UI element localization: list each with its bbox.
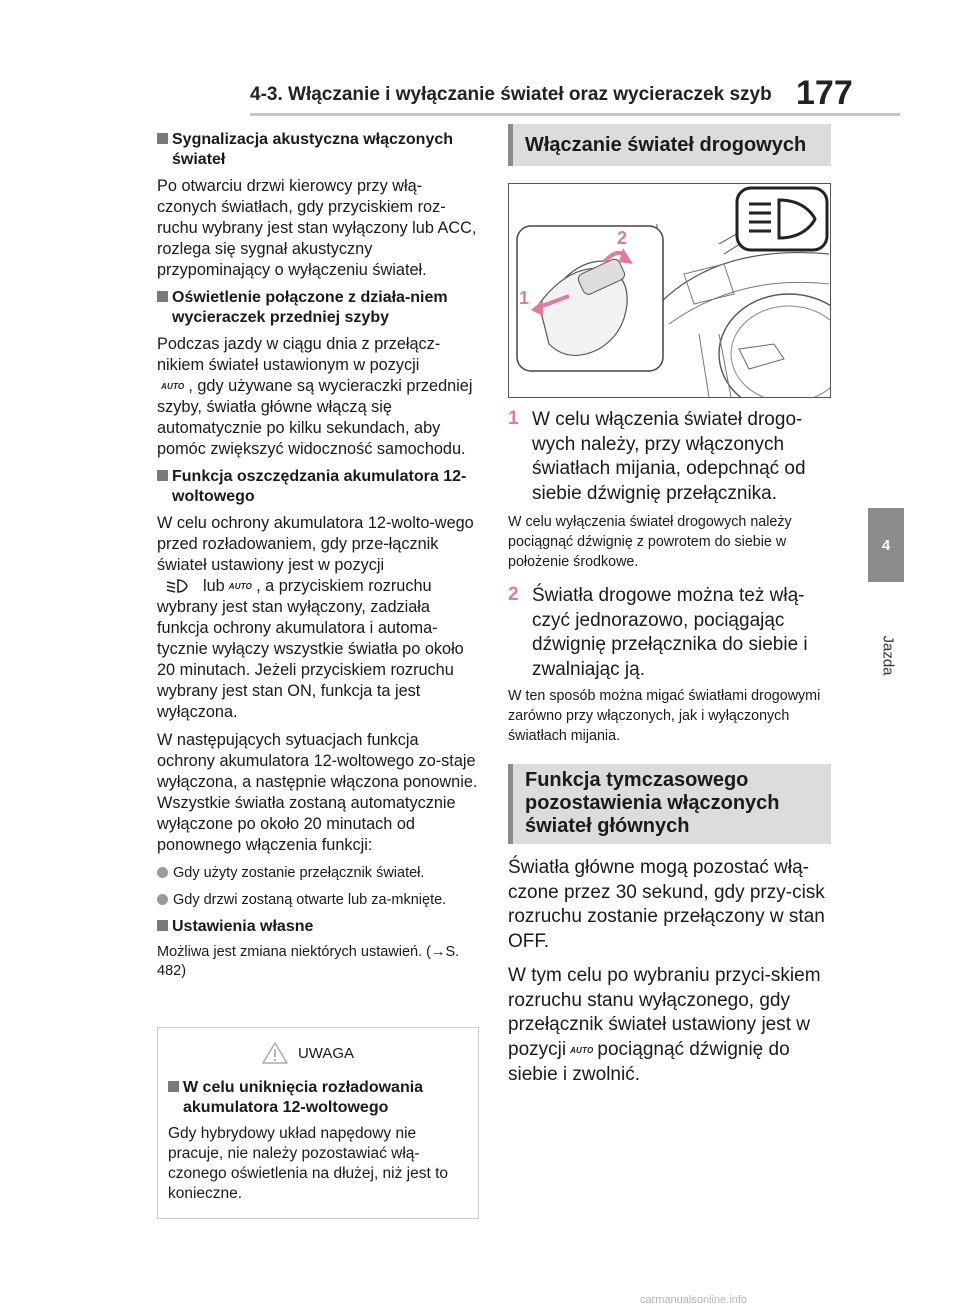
note: W celu wyłączenia świateł drogowych nale… [508,514,792,570]
note: W ten sposób można migać światłami drogo… [508,688,821,744]
paragraph: W tym celu po wybraniu przyci-skiem rozr… [508,964,838,1088]
paragraph: Podczas jazdy w ciągu dnia z przełącz-ni… [157,334,479,460]
paragraph: Po otwarciu drzwi kierowcy przy włą-czon… [157,177,477,279]
paragraph-text: pociągnąć dźwignię do siebie i zwolnić. [508,1038,790,1086]
square-bullet-icon [157,133,168,144]
auto-icon: AUTO [228,582,253,591]
bullet-text: Gdy użyty zostanie przełącznik świateł. [173,865,425,881]
bullet-item: Gdy drzwi zostaną otwarte lub za-mknięte… [157,890,479,910]
warning-heading-text: UWAGA [297,1044,355,1062]
subsection-title-text: Sygnalizacja akustyczna włączonych świat… [172,131,454,168]
paragraph: Możliwa jest zmiana niektórych ustawień.… [157,944,460,979]
footer-watermark: carmanualsonline.info [640,1294,748,1306]
warning-heading: UWAGA [148,1042,468,1064]
subsection-title-text: Ustawienia własne [172,918,314,935]
warning-title: W celu uniknięcia rozładowania akumulato… [168,1078,468,1118]
paragraph-text: , gdy używane są wycieraczki przedniej s… [157,377,473,458]
section-title-high-beam: Włączanie świateł drogowych [508,124,831,166]
paragraph: Światła główne mogą pozostać włą-czone p… [508,857,825,952]
page-number: 177 [796,74,853,112]
subsection-title-text: Funkcja oszczędzania akumulatora 12-wolt… [172,468,467,505]
square-bullet-icon [157,920,168,931]
bullet-dot-icon [157,894,168,905]
illus-label-1: 1 [519,288,529,308]
subsection-title: Ustawienia własne [157,917,479,937]
high-beam-illustration: 2 1 [508,183,831,398]
subsection-title: Sygnalizacja akustyczna włączonych świat… [157,130,479,170]
header-rule [250,113,900,116]
warning-box: UWAGA W celu uniknięcia rozładowania aku… [157,1027,479,1219]
chapter-tab-label-text: Jazda [879,634,897,676]
step-1: 1 W celu włączenia świateł drogo-wych na… [508,408,838,506]
step-text: Światła drogowe można też włą-czyć jedno… [532,585,808,680]
warning-title-text: W celu uniknięcia rozładowania akumulato… [183,1079,424,1116]
subsection-title-text: Oświetlenie połączone z działa-niem wyci… [172,289,448,326]
low-beam-icon [166,579,188,593]
paragraph-text: W celu ochrony akumulatora 12-wolto-wego… [157,514,474,574]
illus-label-2: 2 [617,228,627,248]
warning-text: Gdy hybrydowy układ napędowy nie pracuje… [168,1125,449,1202]
bullet-dot-icon [157,867,168,878]
bullet-text: Gdy drzwi zostaną otwarte lub za-mknięte… [173,892,447,908]
paragraph-text: Podczas jazdy w ciągu dnia z przełącz-ni… [157,335,441,374]
lub-text: lub [203,577,225,595]
chapter-tab-number: 4 [868,508,904,582]
paragraph-text: , a przyciskiem rozruchu wybrany jest st… [157,577,464,721]
auto-icon: AUTO [570,1045,594,1055]
chapter-tab-label: Jazda [870,618,906,692]
bullet-item: Gdy użyty zostanie przełącznik świateł. [157,863,479,883]
step-number: 1 [508,408,519,429]
section-title-temporary-headlights: Funkcja tymczasowego pozostawienia włącz… [508,764,831,844]
left-column: Sygnalizacja akustyczna włączonych świat… [157,130,479,990]
auto-icon: AUTO [161,382,185,391]
square-bullet-icon [157,291,168,302]
warning-triangle-icon [262,1042,288,1064]
square-bullet-icon [168,1081,179,1092]
dashboard-lever-drawing: 2 1 [516,186,830,397]
subsection-title: Funkcja oszczędzania akumulatora 12-wolt… [157,467,479,507]
step-number: 2 [508,584,519,605]
paragraph-text: W tym celu po wybraniu przyci-skiem rozr… [508,965,821,1060]
step-2: 2 Światła drogowe można też włą-czyć jed… [508,584,838,682]
step-text: W celu włączenia świateł drogo-wych nale… [532,409,806,504]
square-bullet-icon [157,470,168,481]
paragraph: W następujących sytuacjach funkcja ochro… [157,731,478,854]
subsection-title: Oświetlenie połączone z działa-niem wyci… [157,288,479,328]
paragraph: W celu ochrony akumulatora 12-wolto-wego… [157,513,479,723]
chapter-title: 4-3. Włączanie i wyłączanie świateł oraz… [250,84,772,105]
